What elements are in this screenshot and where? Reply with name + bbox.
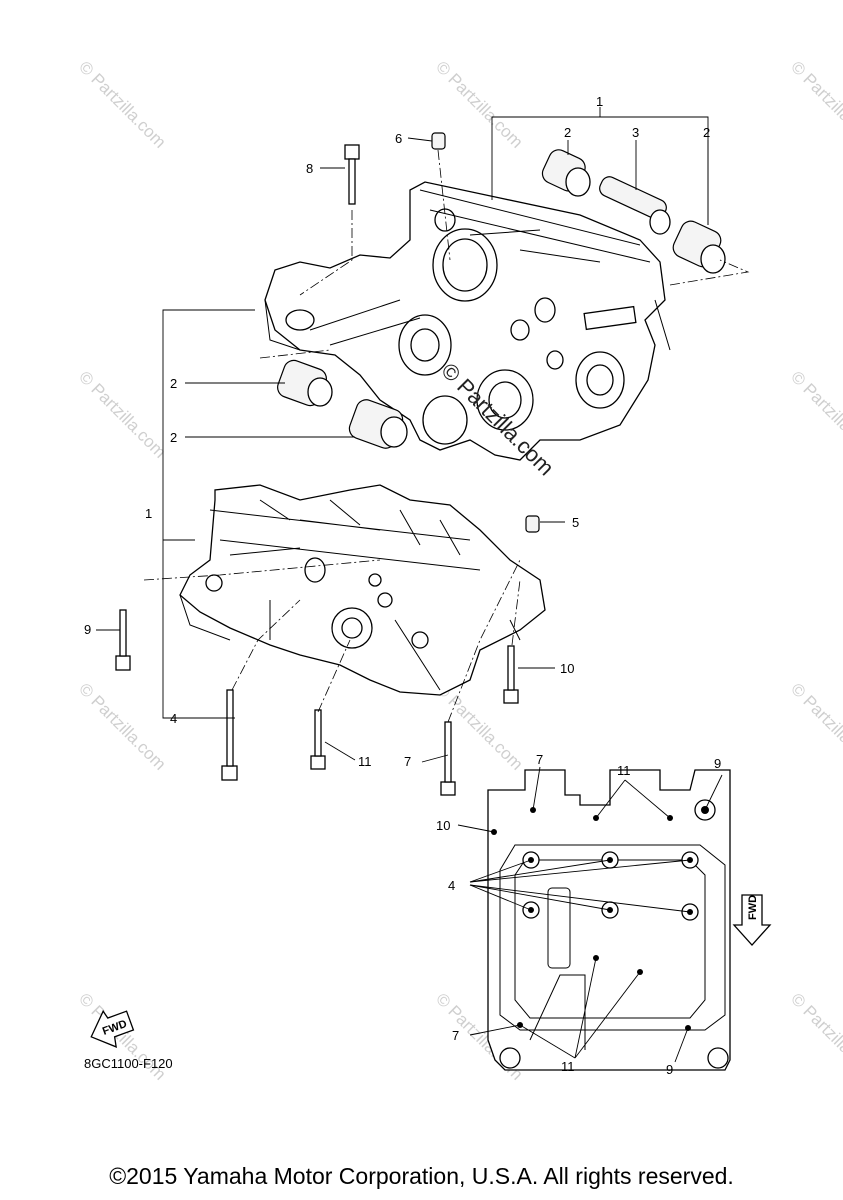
watermark: © Partzilla.com — [787, 367, 843, 461]
callout-7: 7 — [536, 752, 543, 767]
callout-1: 1 — [145, 506, 152, 521]
fwd-label: FWD — [747, 895, 759, 920]
watermark: © Partzilla.com — [787, 679, 843, 773]
fwd-arrow-icon: FWD — [732, 894, 772, 946]
watermark: © Partzilla.com — [787, 57, 843, 151]
callout-numbers: 1 2 3 2 6 8 2 2 1 5 9 10 4 11 7 7 11 9 1… — [84, 94, 721, 1077]
watermark: © Partzilla.com — [75, 679, 169, 773]
callout-1: 1 — [596, 94, 603, 109]
leader-lines — [96, 107, 709, 763]
part-code: 8GC1100-F120 — [84, 1056, 173, 1071]
callout-7: 7 — [452, 1028, 459, 1043]
callout-8: 8 — [306, 161, 313, 176]
callout-10: 10 — [436, 818, 450, 833]
fwd-arrow-icon: FWD — [90, 1009, 135, 1048]
upper-crankcase — [264, 181, 671, 461]
copyright-notice: ©2015 Yamaha Motor Corporation, U.S.A. A… — [109, 1163, 734, 1189]
callout-11: 11 — [561, 1059, 575, 1074]
callout-2: 2 — [170, 430, 177, 445]
watermark: © Partzilla.com — [75, 367, 169, 461]
callout-3: 3 — [632, 125, 639, 140]
callout-6: 6 — [395, 131, 402, 146]
bolts — [115, 144, 519, 796]
callout-2: 2 — [703, 125, 710, 140]
callout-11: 11 — [358, 754, 372, 769]
callout-9: 9 — [84, 622, 91, 637]
callout-9: 9 — [714, 756, 721, 771]
watermark: © Partzilla.com — [432, 57, 526, 151]
callout-4: 4 — [170, 711, 177, 726]
crankcase-bottom-view: FWD — [457, 766, 772, 1071]
callout-7: 7 — [404, 754, 411, 769]
callout-4: 4 — [448, 878, 455, 893]
callout-10: 10 — [560, 661, 574, 676]
watermark: © Partzilla.com — [787, 989, 843, 1083]
callout-9: 9 — [666, 1062, 673, 1077]
callout-11: 11 — [617, 763, 631, 778]
assembly-lines — [143, 149, 750, 723]
lower-crankcase — [179, 484, 546, 696]
callout-2: 2 — [564, 125, 571, 140]
callout-5: 5 — [572, 515, 579, 530]
bushings-and-pins — [277, 132, 726, 533]
watermark: © Partzilla.com — [75, 57, 169, 151]
callout-2: 2 — [170, 376, 177, 391]
